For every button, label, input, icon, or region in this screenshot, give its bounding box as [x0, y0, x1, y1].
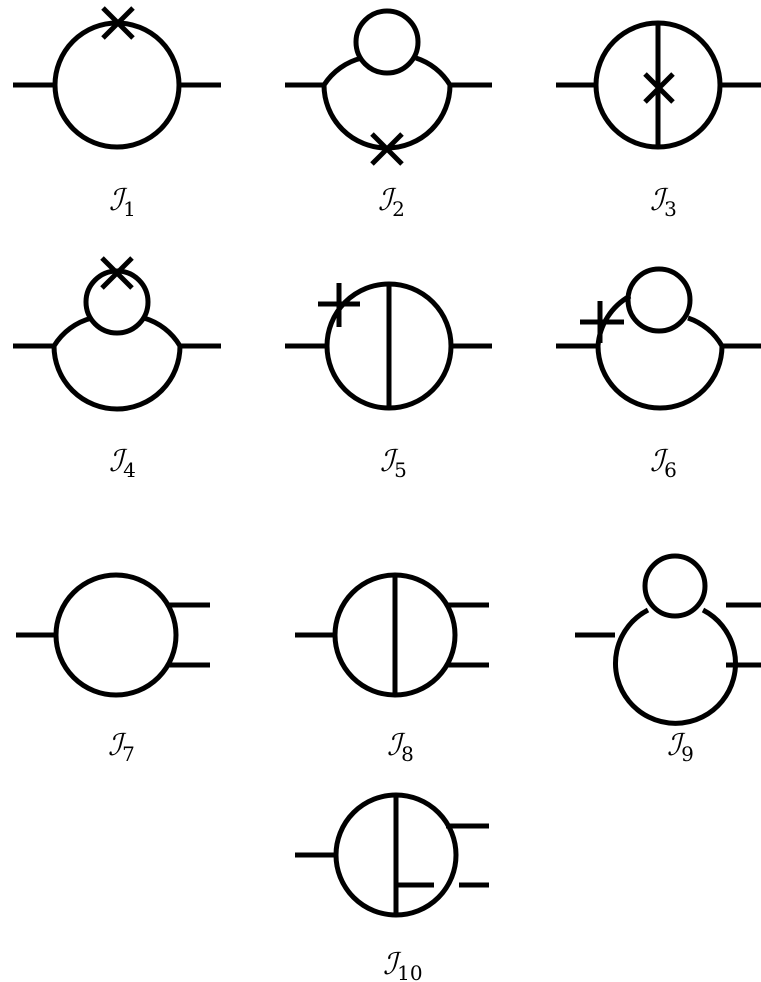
diagram-2: [285, 8, 492, 166]
diagram-5: [285, 281, 492, 411]
diagram-8: [295, 572, 489, 698]
cross-insertion-icon: [101, 6, 135, 40]
diagram-10: [295, 792, 489, 918]
cross-insertion-icon: [370, 132, 404, 166]
diagram-9: [575, 553, 761, 726]
diagram-label-8: ℐ8: [387, 728, 414, 766]
diagram-4: [13, 256, 221, 412]
diagram-label-6: ℐ6: [650, 444, 677, 482]
diagram-label-7: ℐ7: [108, 728, 135, 766]
cross-insertion-icon: [318, 283, 360, 327]
diagram-7: [16, 572, 210, 698]
diagram-6: [556, 266, 761, 411]
diagram-label-2: ℐ2: [378, 183, 405, 221]
diagram-label-10: ℐ10: [383, 947, 423, 982]
cross-insertion-icon: [100, 256, 134, 290]
diagram-label-1: ℐ1: [109, 183, 136, 221]
diagram-1: [13, 6, 221, 150]
diagram-3: [556, 20, 761, 150]
cross-insertion-icon: [580, 301, 624, 343]
diagram-label-4: ℐ4: [109, 444, 136, 482]
diagram-label-3: ℐ3: [650, 183, 677, 221]
cross-insertion-icon: [643, 72, 675, 104]
diagram-label-5: ℐ5: [380, 444, 407, 482]
diagram-label-9: ℐ9: [667, 728, 694, 766]
